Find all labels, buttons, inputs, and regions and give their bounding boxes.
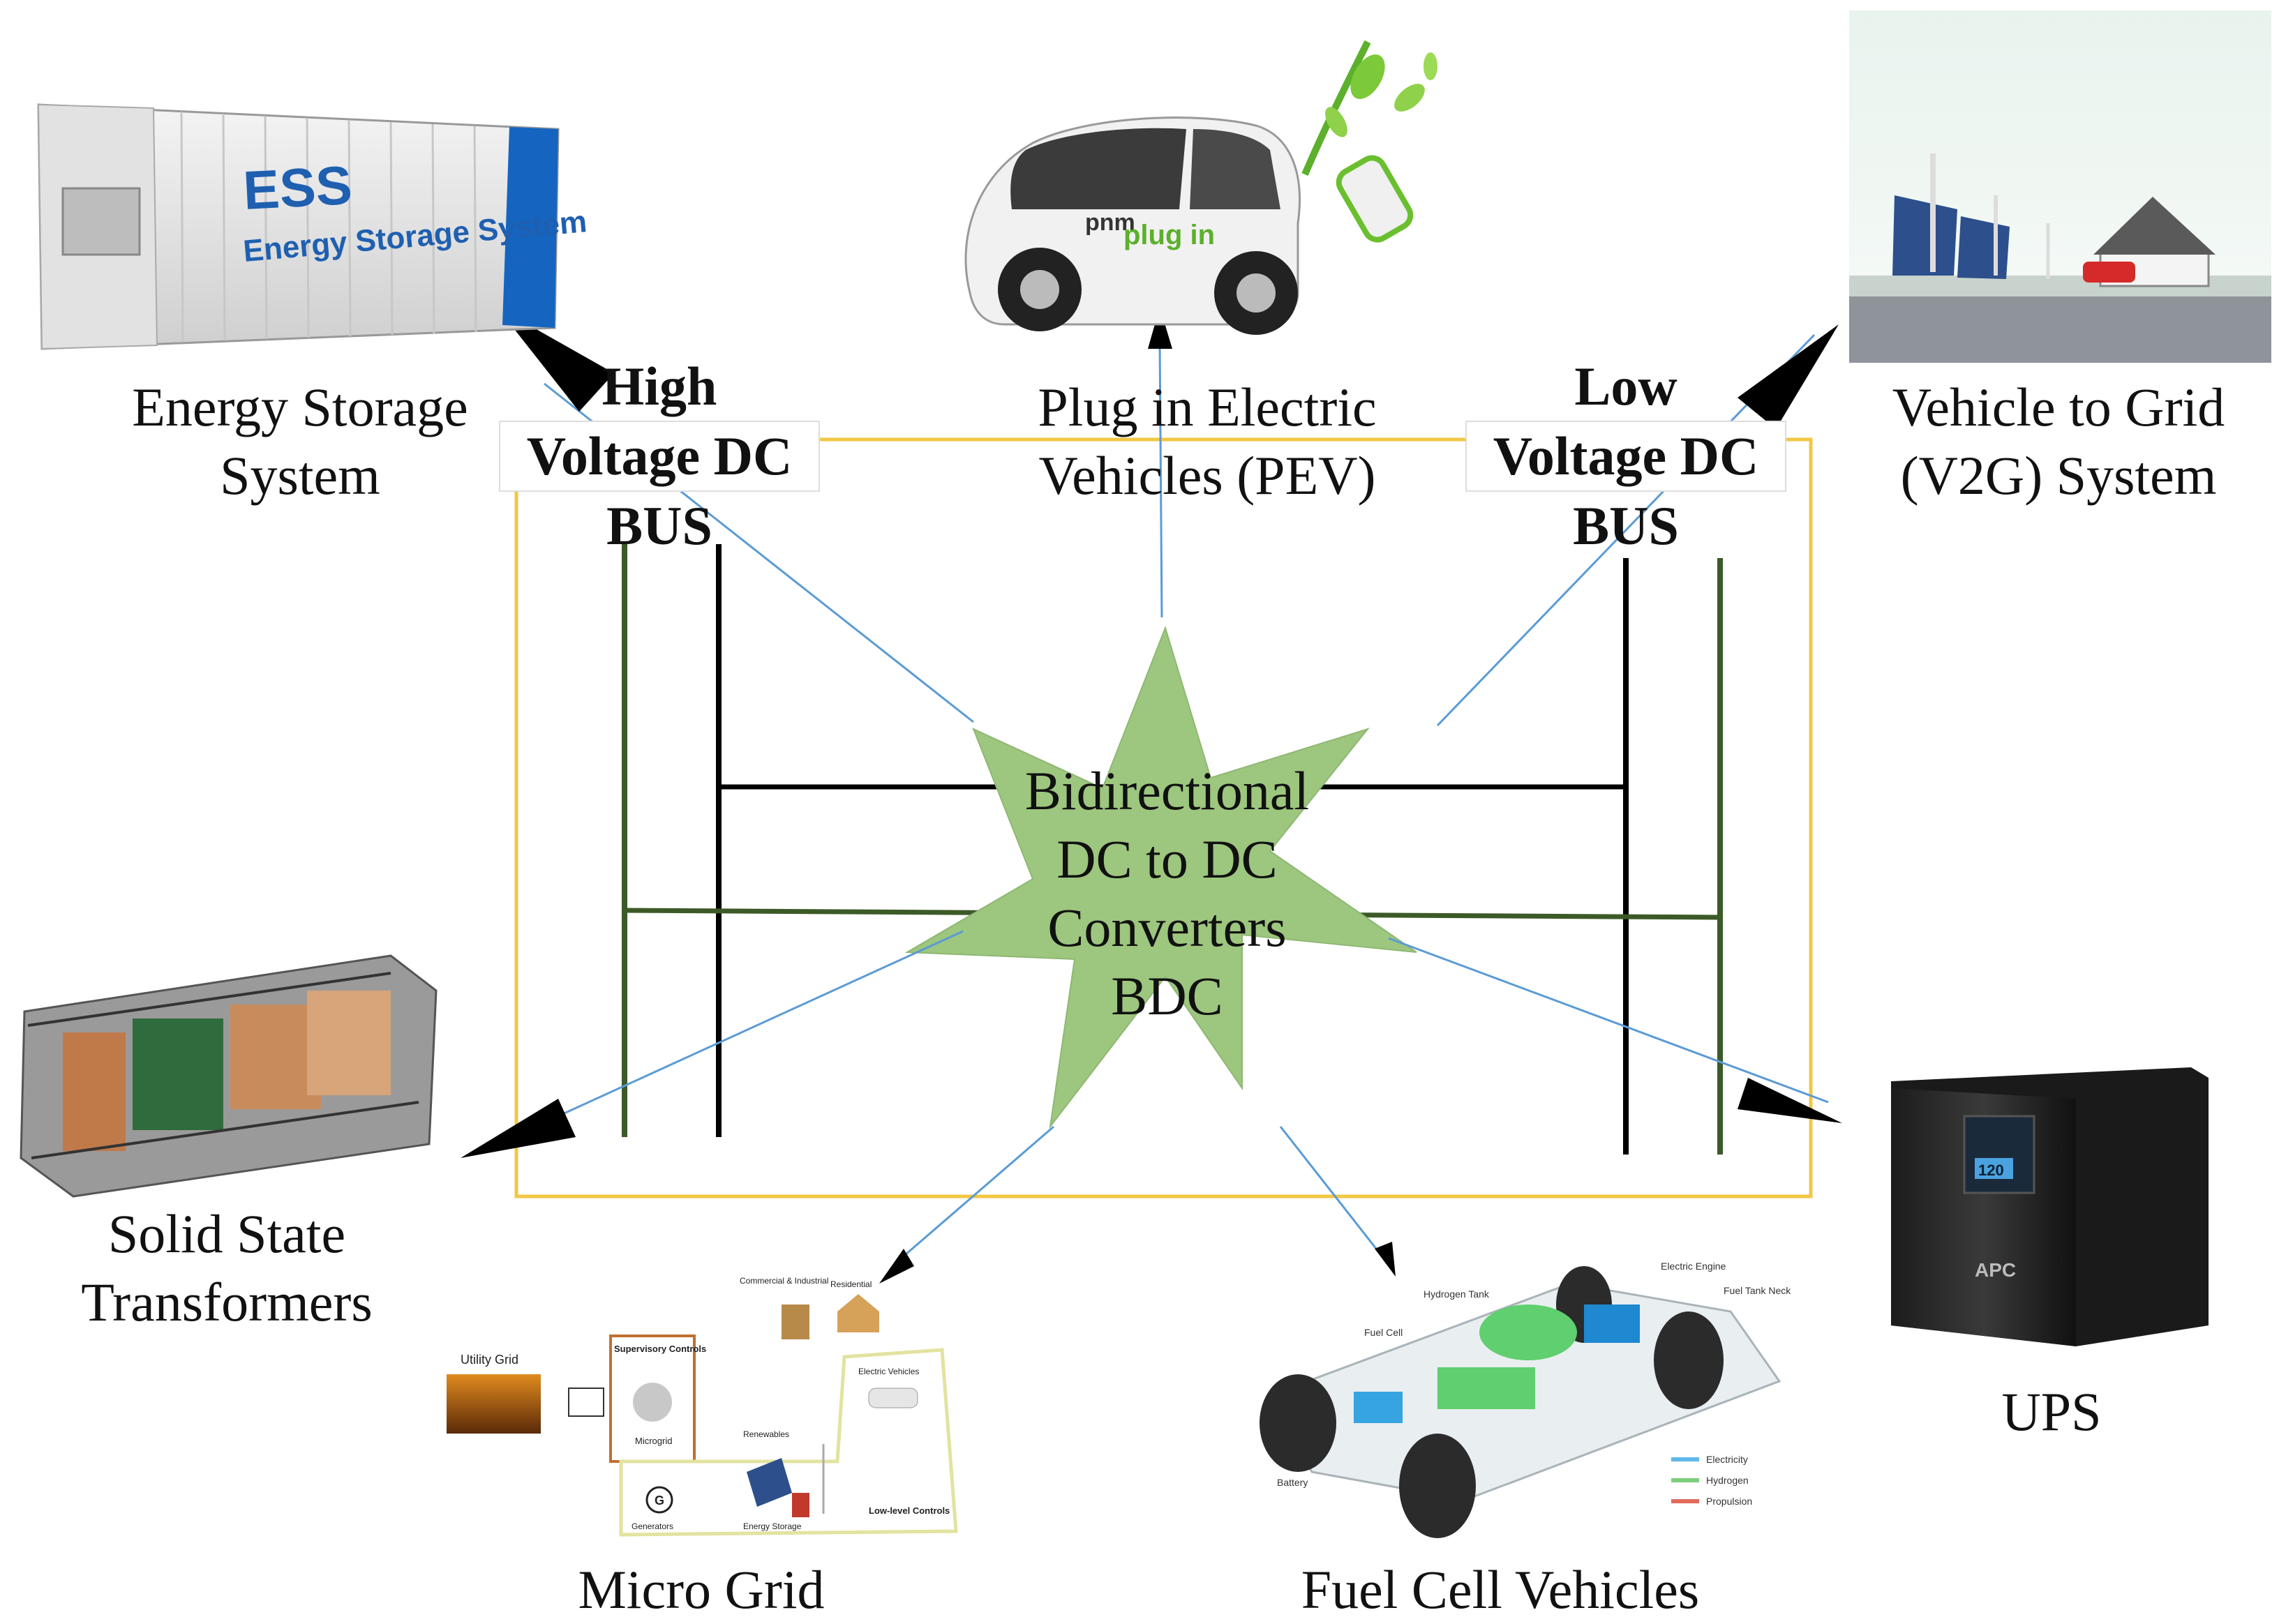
mg-commercial-label: Commercial & Industrial <box>740 1276 828 1286</box>
sst-label-line-2: Transformers <box>81 1272 373 1332</box>
bdc-line-3: Converters <box>1047 897 1287 958</box>
arrowhead-ups <box>1738 1078 1842 1123</box>
low-bus-line-3: BUS <box>1573 495 1679 556</box>
ups-image: 120 APC <box>1891 1067 2209 1346</box>
mg-supervisory-label: Supervisory Controls <box>614 1344 706 1354</box>
sst-label: Solid State Transformers <box>59 1200 394 1337</box>
mg-generators-label: Generators <box>632 1521 673 1531</box>
v2g-label-line-1: Vehicle to Grid <box>1892 377 2225 437</box>
bdc-line-4: BDC <box>1111 965 1223 1026</box>
arrowhead-microgrid <box>879 1249 914 1284</box>
low-voltage-bus-label: Low Voltage DC BUS <box>1465 352 1786 560</box>
mg-utility-grid-label: Utility Grid <box>461 1353 518 1367</box>
high-bus-line-3: BUS <box>606 495 712 556</box>
microgrid-label-line-1: Micro Grid <box>578 1559 825 1620</box>
ess-container-image: ESS Energy Storage System <box>37 103 588 350</box>
fcv-battery-label: Battery <box>1277 1477 1308 1488</box>
pev-brand-text: pnm <box>1085 209 1135 236</box>
mg-generator-symbol: G <box>655 1494 664 1508</box>
arrowhead-pev <box>1148 307 1172 349</box>
pev-label-line-2: Vehicles (PEV) <box>1038 445 1376 506</box>
mg-microgrid-label: Microgrid <box>635 1436 672 1446</box>
high-voltage-bus-label: High Voltage DC BUS <box>499 352 820 560</box>
mg-ev-label: Electric Vehicles <box>858 1367 919 1376</box>
pev-car-image: pnm plug in <box>964 40 1437 335</box>
ups-display-value: 120 <box>1978 1161 2004 1179</box>
v2g-label-line-2: (V2G) System <box>1900 445 2217 506</box>
mg-renewables-label: Renewables <box>743 1429 789 1439</box>
mg-storage-label: Energy Storage <box>743 1521 802 1531</box>
bus-frame <box>514 437 1813 1198</box>
mg-lowlevel-label: Low-level Controls <box>869 1505 950 1516</box>
low-bus-line-1: Low <box>1574 356 1678 416</box>
low-bus-line-2: Voltage DC <box>1465 421 1786 492</box>
low-voltage-bus-lines <box>1623 558 1723 1155</box>
ess-logo-text: ESS <box>241 154 353 221</box>
ess-label-line-1: Energy Storage <box>132 377 468 437</box>
bdc-line-1: Bidirectional <box>1024 760 1310 821</box>
pev-plugin-text: plug in <box>1123 220 1215 250</box>
fcv-legend-electricity: Electricity <box>1706 1454 1748 1465</box>
arrowheads <box>461 307 1842 1284</box>
ups-label: UPS <box>1940 1378 2163 1446</box>
bdc-label: Bidirectional DC to DC Converters BDC <box>973 757 1361 1030</box>
high-bus-line-1: High <box>601 356 717 416</box>
fcv-electric-engine-label: Electric Engine <box>1661 1261 1726 1272</box>
arrowhead-ess <box>497 307 614 412</box>
fcv-hydrogen-tank-label: Hydrogen Tank <box>1424 1288 1490 1300</box>
bdc-line-2: DC to DC <box>1056 829 1278 889</box>
arrowhead-v2g <box>1738 324 1839 429</box>
microgrid-label: Micro Grid <box>530 1556 872 1624</box>
sst-image <box>20 954 438 1198</box>
fcv-legend-propulsion: Propulsion <box>1706 1496 1752 1507</box>
arrowhead-fcv <box>1375 1242 1396 1277</box>
connector-lines <box>519 333 1829 1261</box>
arrowhead-sst <box>461 1099 576 1158</box>
fcv-label-line-1: Fuel Cell Vehicles <box>1301 1559 1700 1620</box>
mg-residential-label: Residential <box>830 1279 872 1289</box>
fcv-image: Hydrogen Tank Electric Engine Fuel Tank … <box>1260 1261 1791 1538</box>
sst-label-line-1: Solid State <box>107 1203 346 1264</box>
microgrid-image: Utility Grid Supervisory Controls Microg… <box>447 1276 958 1537</box>
fcv-legend-hydrogen: Hydrogen <box>1706 1475 1749 1486</box>
pev-label: Plug in Electric Vehicles (PEV) <box>991 373 1424 510</box>
fcv-fuel-cell-label: Fuel Cell <box>1364 1327 1403 1338</box>
ess-label: Energy Storage System <box>115 373 485 510</box>
v2g-image <box>1849 10 2271 363</box>
pev-label-line-1: Plug in Electric <box>1038 377 1377 437</box>
bdc-star <box>904 625 1417 1129</box>
fcv-label: Fuel Cell Vehicles <box>1242 1556 1758 1624</box>
high-voltage-bus-lines <box>622 544 722 1137</box>
ups-brand-logo: APC <box>1975 1259 2016 1281</box>
fcv-fuel-tank-neck-label: Fuel Tank Neck <box>1724 1285 1791 1296</box>
ups-label-line-1: UPS <box>2001 1381 2102 1442</box>
high-bus-line-2: Voltage DC <box>499 421 820 492</box>
ess-label-line-2: System <box>220 445 380 506</box>
v2g-label: Vehicle to Grid (V2G) System <box>1842 373 2275 510</box>
